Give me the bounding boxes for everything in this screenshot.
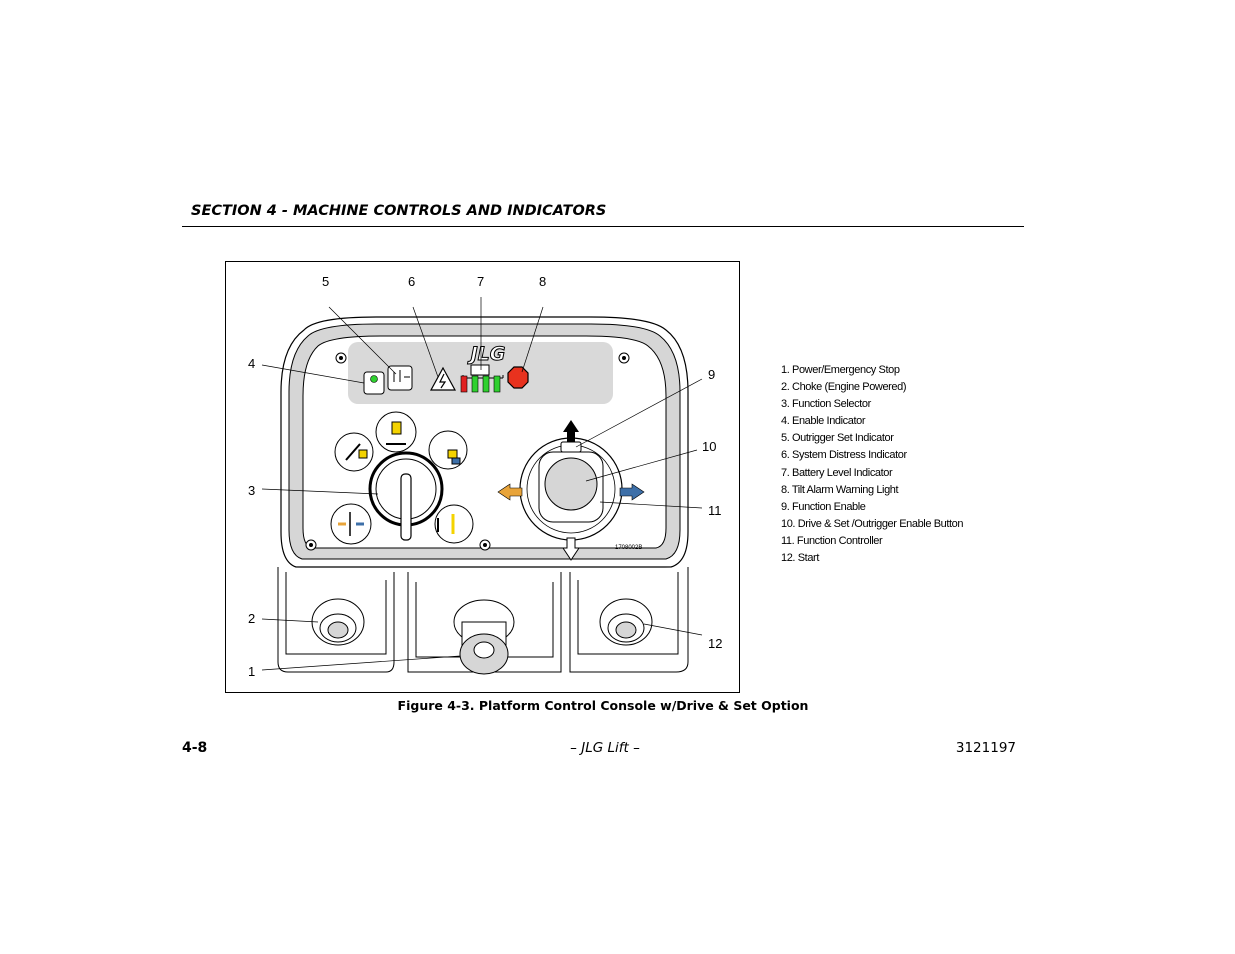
- legend-item: 6. System Distress Indicator: [781, 449, 907, 462]
- callout-3: 3: [248, 483, 255, 498]
- callout-6: 6: [408, 274, 415, 289]
- arrow-down-icon: [562, 537, 580, 561]
- screw-holes: [305, 352, 630, 551]
- choke-button: [311, 598, 365, 646]
- battery-level-indicator-icon: [460, 364, 504, 393]
- legend-item: 12. Start: [781, 552, 819, 565]
- callout-4: 4: [248, 356, 255, 371]
- emergency-stop-button: [453, 599, 515, 675]
- jlg-logo: JLG: [467, 343, 506, 365]
- callout-9: 9: [708, 367, 715, 382]
- tilt-alarm-icon: [507, 366, 529, 389]
- page-number: 4-8: [182, 740, 208, 756]
- callout-12: 12: [708, 636, 722, 651]
- callout-5: 5: [322, 274, 329, 289]
- callout-10: 10: [702, 439, 716, 454]
- function-selector-knob: [368, 451, 444, 541]
- figure-caption: Figure 4-3. Platform Control Console w/D…: [397, 698, 809, 713]
- function-controller-joystick: [519, 437, 623, 541]
- legend-item: 8. Tilt Alarm Warning Light: [781, 483, 899, 496]
- legend-item: 5. Outrigger Set Indicator: [781, 432, 894, 445]
- part-number: 1708002B: [615, 545, 642, 551]
- start-button: [599, 598, 653, 646]
- document-number: 3121197: [955, 740, 1016, 756]
- function-icons: [330, 411, 474, 545]
- leader-lines: [261, 297, 703, 671]
- arrow-right-icon: [619, 483, 645, 501]
- legend-item: 10. Drive & Set /Outrigger Enable Button: [781, 517, 964, 530]
- legend-item: 11. Function Controller: [781, 534, 883, 547]
- system-distress-icon: [429, 366, 457, 391]
- callout-8: 8: [539, 274, 546, 289]
- section-title: SECTION 4 - MACHINE CONTROLS AND INDICAT…: [191, 203, 607, 219]
- figure-frame: JLG: [225, 261, 740, 693]
- legend-item: 1. Power/Emergency Stop: [781, 364, 900, 376]
- footer-title: – JLG Lift –: [570, 740, 640, 756]
- callout-11: 11: [708, 503, 722, 518]
- arrow-left-icon: [497, 483, 523, 501]
- callout-7: 7: [477, 274, 484, 289]
- header-rule: [182, 226, 1024, 227]
- legend-item: 2. Choke (Engine Powered): [781, 381, 907, 394]
- legend-item: 3. Function Selector: [781, 398, 871, 411]
- arrow-up-icon: [563, 420, 579, 442]
- legend-item: 7. Battery Level Indicator: [781, 466, 893, 479]
- callout-2: 2: [248, 611, 255, 626]
- figure-legend: 1. Power/Emergency Stop 2. Choke (Engine…: [781, 362, 964, 567]
- control-console-illustration: JLG: [248, 274, 722, 679]
- legend-item: 9. Function Enable: [781, 500, 866, 513]
- function-enable-trigger: [560, 441, 582, 453]
- legend-item: 4. Enable Indicator: [781, 415, 866, 428]
- callout-1: 1: [248, 664, 255, 679]
